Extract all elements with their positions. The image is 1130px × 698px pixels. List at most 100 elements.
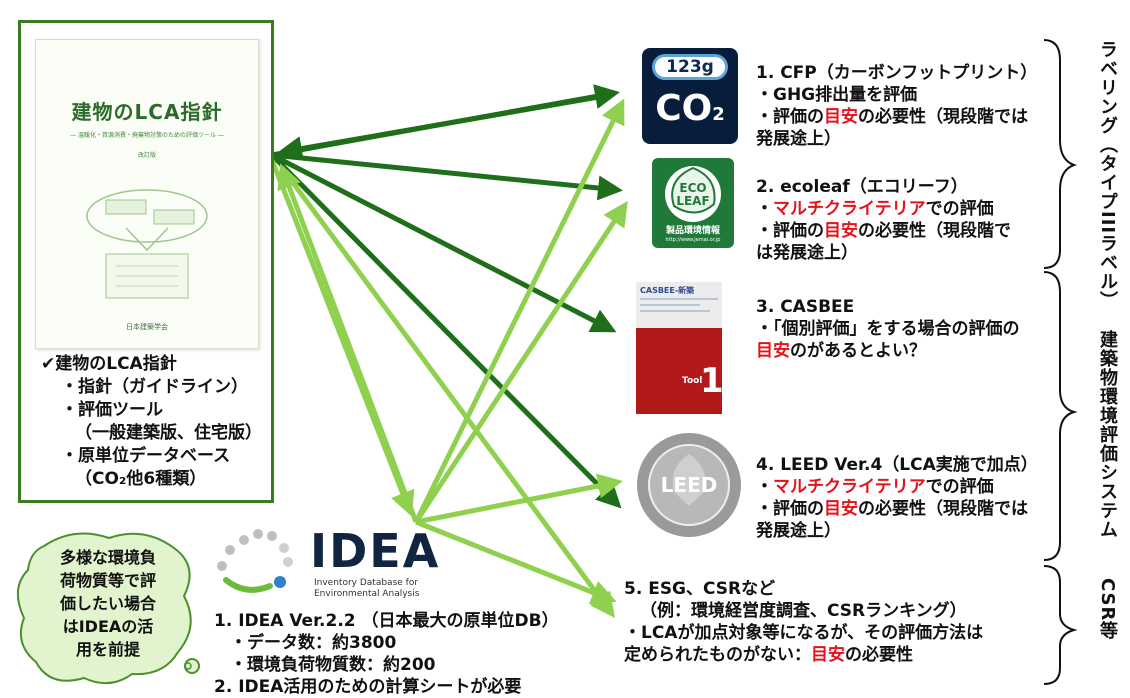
idea-line: 1. IDEA Ver.2.2 （日本最大の原単位DB） bbox=[214, 611, 559, 631]
ecoleaf-badge-icon bbox=[652, 158, 734, 248]
brace-labeling bbox=[1043, 39, 1077, 269]
esg-line: （例：環境経営度調査、CSRランキング） bbox=[640, 601, 967, 621]
cfp-logo: 123g CO2 bbox=[642, 48, 738, 144]
book-cover-image: 建物のLCA指針 ― 温暖化・資源消費・廃棄物対策のための評価ツール ― 改訂版… bbox=[35, 39, 259, 349]
text-span: ・ bbox=[756, 199, 773, 219]
cfp-line: ・GHG排出量を評価 bbox=[756, 85, 918, 105]
book-panel: 建物のLCA指針 ― 温暖化・資源消費・廃棄物対策のための評価ツール ― 改訂版… bbox=[18, 20, 274, 503]
note-bubble: 多様な環境負 荷物質等で評 価したい場合 はIDEAの活 用を前提 bbox=[14, 526, 204, 692]
cfp-co: CO bbox=[655, 88, 713, 129]
bubble-line: 荷物質等で評 bbox=[59, 571, 156, 590]
book-title: 建物のLCA指針 bbox=[71, 100, 223, 124]
arrow-idea-to-cfp bbox=[413, 98, 625, 524]
category-braces bbox=[1043, 39, 1078, 685]
text-span: での評価 bbox=[925, 199, 994, 219]
text-span: ・評価の bbox=[756, 499, 824, 519]
casbee-band-text: CASBEE-新築 bbox=[640, 286, 695, 295]
red-emphasis: マルチクライテリア bbox=[773, 477, 926, 497]
casbee-line: 3. CASBEE bbox=[756, 297, 855, 317]
text-span: 定められたものがない： bbox=[624, 645, 811, 665]
arrow-idea-to-leed bbox=[415, 473, 623, 525]
cfp-line: 1. CFP（カーボンフットプリント） bbox=[756, 63, 1038, 83]
caption-line: ・原単位データベース bbox=[61, 446, 231, 466]
leed-line: 4. LEED Ver.4（LCA実施で加点） bbox=[756, 455, 1038, 475]
ecoleaf-logo: ECO LEAF 製品環境情報 http://www.jemai.or.jp bbox=[652, 158, 734, 248]
text-span: ・ bbox=[756, 477, 773, 497]
ecoleaf-line: 2. ecoleaf（エコリーフ） bbox=[756, 177, 968, 197]
red-emphasis: 目安 bbox=[824, 107, 858, 127]
esg-line: ・LCAが加点対象等になるが、その評価方法は bbox=[624, 623, 984, 643]
idea-line: ・環境負荷物質数：約200 bbox=[230, 655, 436, 675]
cloud-bubble-shape bbox=[17, 532, 200, 685]
cfp-line: 発展途上） bbox=[756, 129, 841, 149]
caption-line: ✔建物のLCA指針 bbox=[41, 354, 177, 374]
bubble-text: 多様な環境負 荷物質等で評 価したい場合 はIDEAの活 用を前提 bbox=[38, 546, 178, 661]
cfp-sub2: 2 bbox=[712, 104, 725, 125]
leed-seal-icon bbox=[637, 433, 741, 537]
idea-line: 2. IDEA活用のための計算シートが必要 bbox=[214, 677, 522, 697]
idea-dots-icon bbox=[217, 529, 293, 593]
bubble-line: 多様な環境負 bbox=[59, 548, 156, 567]
ecoleaf-line: は発展途上） bbox=[756, 243, 858, 263]
arrow-idea-to-ecoleaf bbox=[413, 200, 628, 524]
red-emphasis: 目安 bbox=[824, 499, 858, 519]
book-publisher: 日本建築学会 bbox=[126, 323, 168, 331]
label-building-assessment: 建築物環境評価システム bbox=[1097, 330, 1118, 539]
text-span: の必要性（現段階で bbox=[858, 221, 1011, 241]
arrow-idea-to-esg bbox=[415, 519, 617, 605]
bubble-line: はIDEAの活 bbox=[62, 617, 154, 636]
text-span: の必要性 bbox=[845, 645, 913, 665]
book-caption: ✔建物のLCA指針 ・指針（ガイドライン） ・評価ツール （一般建築版、住宅版）… bbox=[41, 353, 262, 491]
idea-logo-text: IDEA bbox=[310, 524, 441, 578]
ecoleaf-text: 2. ecoleaf（エコリーフ） ・マルチクライテリアでの評価 ・評価の目安の… bbox=[756, 176, 1011, 264]
ecoleaf-line: ・評価の目安の必要性（現段階で bbox=[756, 220, 1011, 242]
arrow-cfp-to-book bbox=[277, 92, 611, 161]
esg-text: 5. ESG、CSRなど （例：環境経営度調査、CSRランキング） ・LCAが加… bbox=[624, 578, 983, 666]
book-subtitle: ― 温暖化・資源消費・廃棄物対策のための評価ツール ― bbox=[70, 132, 224, 139]
esg-line: 定められたものがない：目安の必要性 bbox=[624, 644, 983, 666]
leed-text: 4. LEED Ver.4（LCA実施で加点） ・マルチクライテリアでの評価 ・… bbox=[756, 454, 1038, 542]
ecoleaf-line: ・マルチクライテリアでの評価 bbox=[756, 198, 1011, 220]
text-span: の必要性（現段階では bbox=[858, 499, 1028, 519]
book-cover-diagram-icon bbox=[86, 189, 208, 299]
red-emphasis: マルチクライテリア bbox=[773, 199, 926, 219]
brace-building bbox=[1043, 271, 1078, 561]
text-span: での評価 bbox=[925, 477, 994, 497]
bubble-line: 価したい場合 bbox=[59, 594, 156, 613]
leed-line: ・マルチクライテリアでの評価 bbox=[756, 476, 1038, 498]
brace-csr bbox=[1043, 565, 1078, 685]
casbee-line: ・「個別評価」をする場合の評価の bbox=[756, 319, 1020, 339]
idea-logo-sub2: Environmental Analysis bbox=[314, 589, 420, 599]
arrow-idea-to-book bbox=[277, 163, 419, 523]
leed-logo-text: LEED bbox=[660, 473, 718, 497]
label-labeling: ラベリング（タイプIIIラベル） bbox=[1097, 40, 1118, 311]
leed-line: ・評価の目安の必要性（現段階では bbox=[756, 498, 1038, 520]
casbee-tool-number: 1 bbox=[700, 361, 724, 401]
caption-line: （一般建築版、住宅版） bbox=[75, 423, 262, 443]
caption-line: ・評価ツール bbox=[61, 400, 163, 420]
text-span: ・評価の bbox=[756, 107, 824, 127]
casbee-book-cover: CASBEE-新築 Tool 1 bbox=[636, 282, 724, 414]
arrow-book-to-leed bbox=[270, 153, 622, 509]
ecoleaf-eco: ECO bbox=[679, 181, 707, 195]
red-emphasis: 目安 bbox=[756, 341, 790, 361]
ecoleaf-url: http://www.jemai.or.jp bbox=[665, 237, 721, 243]
caption-line: （CO₂他6種類） bbox=[75, 469, 207, 489]
arrow-book-to-idea bbox=[269, 159, 415, 517]
ecoleaf-leaf: LEAF bbox=[676, 194, 710, 208]
bubble-line: 用を前提 bbox=[75, 640, 140, 659]
text-span: ・評価の bbox=[756, 221, 824, 241]
label-csr: CSR等 bbox=[1097, 578, 1118, 641]
ecoleaf-jp: 製品環境情報 bbox=[665, 226, 720, 236]
casbee-text: 3. CASBEE ・「個別評価」をする場合の評価の 目安のがあるとよい？ bbox=[756, 296, 1020, 362]
book-edition: 改訂版 bbox=[137, 152, 156, 159]
text-span: のがあるとよい？ bbox=[790, 341, 926, 361]
cfp-logo-co2: CO2 bbox=[642, 88, 738, 129]
red-emphasis: 目安 bbox=[811, 645, 845, 665]
red-emphasis: 目安 bbox=[824, 221, 858, 241]
cfp-logo-value: 123g bbox=[652, 54, 728, 80]
casbee-band: CASBEE-新築 bbox=[636, 282, 722, 328]
casbee-line: 目安のがあるとよい？ bbox=[756, 340, 1020, 362]
cfp-text: 1. CFP（カーボンフットプリント） ・GHG排出量を評価 ・評価の目安の必要… bbox=[756, 62, 1037, 150]
esg-line: 5. ESG、CSRなど bbox=[624, 579, 776, 599]
